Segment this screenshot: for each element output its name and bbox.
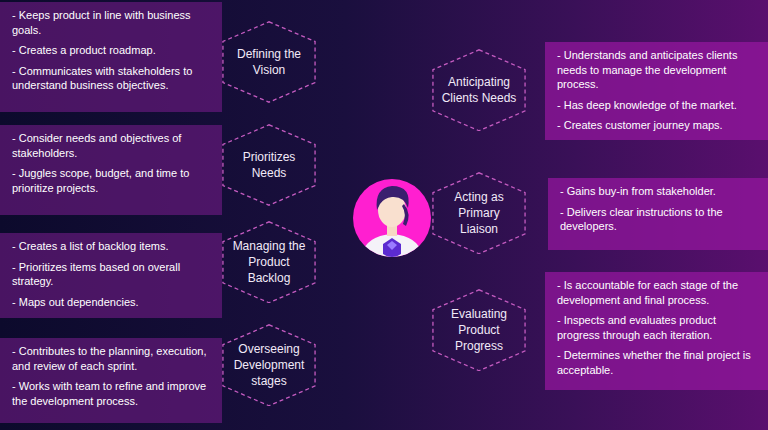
bullet-text: - Gains buy-in from stakeholder. [560, 184, 758, 199]
hexagon-node: Evaluating Product Progress [432, 289, 526, 372]
hexagon-outline [222, 21, 316, 103]
bullet-text: - Maps out dependencies. [12, 295, 212, 310]
description-box: - Understands and anticipates clients ne… [545, 42, 768, 140]
description-box: - Creates a list of backlog items. - Prio… [0, 233, 222, 318]
description-box: - Is accountable for each stage of the d… [545, 272, 768, 390]
role-title: Managing the Product Backlog [222, 238, 316, 287]
hexagon-outline [222, 124, 316, 206]
hexagon-node: Managing the Product Backlog [222, 221, 316, 304]
description-box: - Consider needs and objectives of stake… [0, 125, 222, 215]
bullet-text: - Determines whether the final project i… [557, 348, 758, 377]
role-title: Acting as Primary Liaison [432, 189, 526, 238]
bullet-text: - Keeps product in line with business go… [12, 8, 212, 37]
role-title: Prioritizes Needs [222, 149, 316, 181]
hexagon-node: Anticipating Clients Needs [432, 49, 526, 132]
bullet-text: - Creates a list of backlog items. [12, 239, 212, 254]
description-box: - Keeps product in line with business go… [0, 2, 222, 112]
bullet-text: - Works with team to refine and improve … [12, 379, 212, 408]
hexagon-node: Defining the Vision [222, 21, 316, 103]
bullet-text: - Contributes to the planning, execution… [12, 344, 212, 373]
bullet-text: - Inspects and evaluates product progres… [557, 313, 758, 342]
hexagon-node: Prioritizes Needs [222, 124, 316, 206]
role-title: Evaluating Product Progress [432, 306, 526, 355]
bullet-text: - Creates customer journey maps. [557, 118, 758, 133]
role-title: Overseeing Development stages [222, 341, 316, 390]
role-title: Anticipating Clients Needs [432, 74, 526, 106]
bullet-text: - Is accountable for each stage of the d… [557, 278, 758, 307]
bullet-text: - Prioritizes items based on overall str… [12, 260, 212, 289]
bullet-text: - Understands and anticipates clients ne… [557, 48, 758, 92]
bullet-text: - Creates a product roadmap. [12, 43, 212, 58]
description-box: - Gains buy-in from stakeholder. - Delive… [548, 178, 768, 250]
bullet-text: - Juggles scope, budget, and time to pri… [12, 166, 212, 195]
bullet-text: - Has deep knowledge of the market. [557, 98, 758, 113]
hexagon-outline [432, 49, 526, 132]
role-title: Defining the Vision [222, 46, 316, 78]
bullet-text: - Delivers clear instructions to the dev… [560, 205, 758, 234]
bullet-text: - Consider needs and objectives of stake… [12, 131, 212, 160]
bullet-text: - Communicates with stakeholders to unde… [12, 64, 212, 93]
description-box: - Contributes to the planning, execution… [0, 338, 222, 423]
hexagon-node: Acting as Primary Liaison [432, 172, 526, 255]
hexagon-node: Overseeing Development stages [222, 324, 316, 407]
